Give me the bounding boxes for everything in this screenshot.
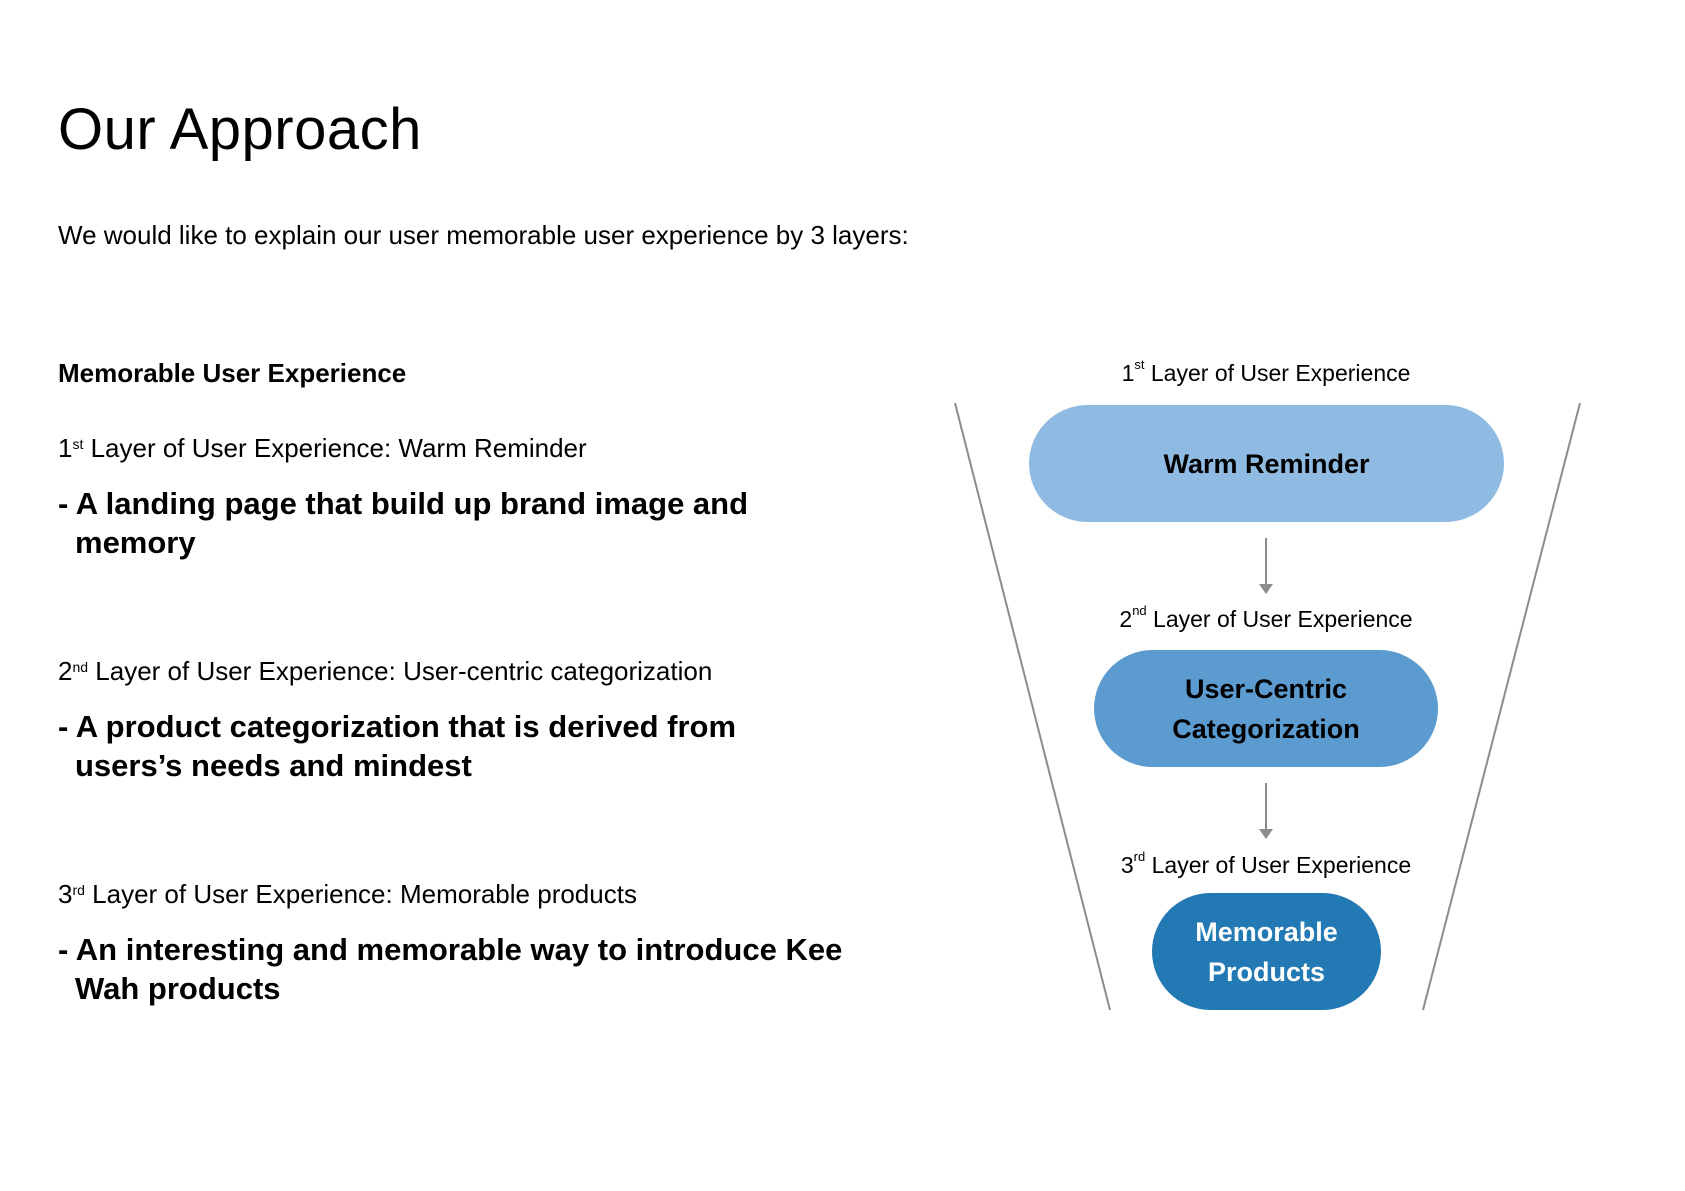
stage-ordinal-suffix: rd: [1133, 849, 1146, 864]
layer-ordinal-suffix: nd: [72, 659, 89, 675]
layer-label: Layer of User Experience: User-centric c…: [88, 656, 713, 686]
diagram-stage-label-1: 1st Layer of User Experience: [1016, 357, 1516, 387]
section-heading: Memorable User Experience: [58, 358, 407, 388]
layer-label: Layer of User Experience: Memorable prod…: [84, 879, 637, 909]
warm-reminder-pill: Warm Reminder: [1029, 405, 1504, 522]
diagram-stage-label-2: 2nd Layer of User Experience: [1016, 603, 1516, 633]
stage-number: 3: [1120, 852, 1134, 878]
layer-block-2: 2nd Layer of User Experience: User-centr…: [58, 655, 858, 785]
stage-number: 1: [1121, 360, 1135, 386]
layer-title-1: 1st Layer of User Experience: Warm Remin…: [58, 432, 858, 464]
pill-text: Memorable Products: [1195, 916, 1338, 987]
stage-ordinal-suffix: nd: [1132, 603, 1147, 618]
layer-title-2: 2nd Layer of User Experience: User-centr…: [58, 655, 858, 687]
layer-description-1: - A landing page that build up brand ima…: [58, 486, 749, 560]
intro-text: We would like to explain our user memora…: [58, 220, 909, 250]
layer-label: Layer of User Experience: Warm Reminder: [83, 433, 587, 463]
layer-description-2: - A product categorization that is deriv…: [58, 709, 737, 783]
user-centric-categorization-pill: User-Centric Categorization: [1094, 650, 1438, 767]
layer-number: 3: [58, 879, 73, 909]
diagram-stage-label-3: 3rd Layer of User Experience: [1016, 849, 1516, 879]
pill-text: Warm Reminder: [1163, 448, 1370, 479]
layer-ordinal-suffix: rd: [72, 882, 85, 898]
layer-block-3: 3rd Layer of User Experience: Memorable …: [58, 878, 858, 1008]
layer-number: 2: [58, 656, 73, 686]
stage-number: 2: [1119, 606, 1133, 632]
arrow-2-to-3: [1259, 783, 1273, 839]
stage-label: Layer of User Experience: [1146, 606, 1413, 632]
layer-number: 1: [58, 433, 73, 463]
memorable-products-pill: Memorable Products: [1152, 893, 1381, 1010]
layer-ordinal-suffix: st: [72, 436, 84, 452]
pill-text: User-Centric Categorization: [1172, 673, 1360, 744]
stage-ordinal-suffix: st: [1134, 357, 1145, 372]
stage-label: Layer of User Experience: [1144, 360, 1411, 386]
layer-block-1: 1st Layer of User Experience: Warm Remin…: [58, 432, 858, 562]
stage-label: Layer of User Experience: [1145, 852, 1412, 878]
layer-title-3: 3rd Layer of User Experience: Memorable …: [58, 878, 858, 910]
layer-description-3: - An interesting and memorable way to in…: [58, 932, 843, 1006]
arrow-1-to-2: [1259, 538, 1273, 594]
page-title: Our Approach: [58, 97, 422, 162]
